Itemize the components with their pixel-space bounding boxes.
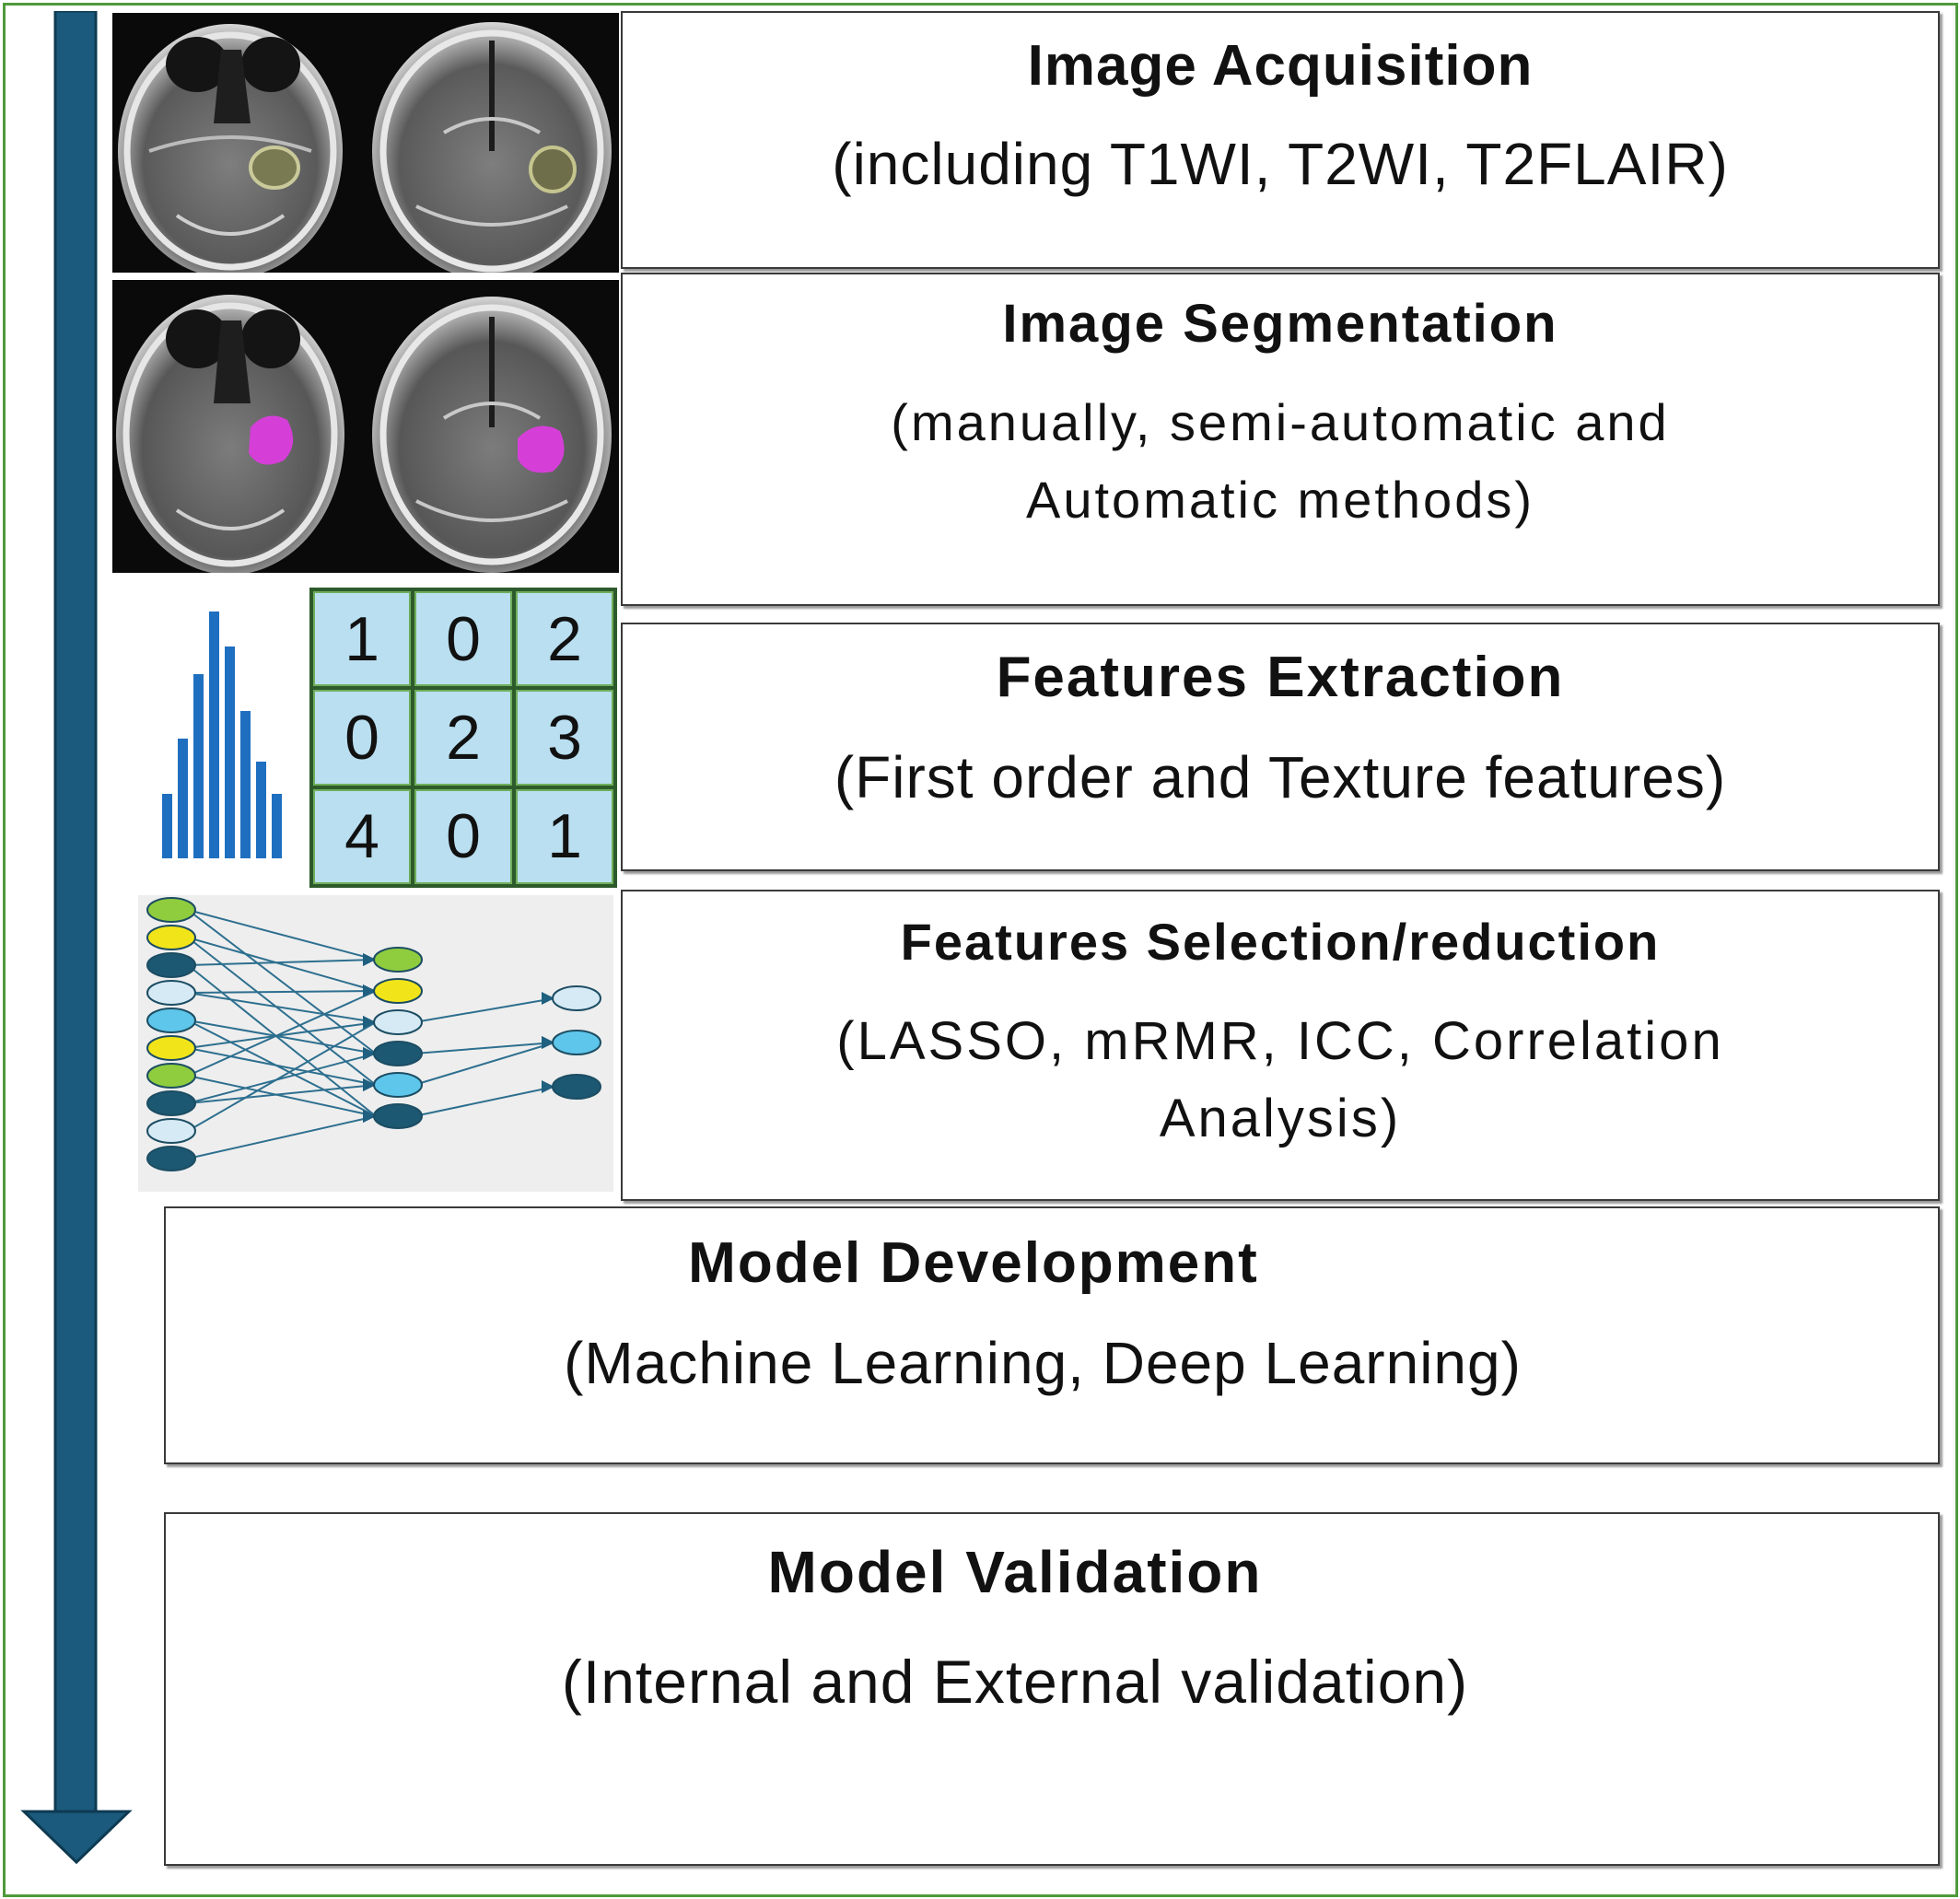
histogram-bar [256, 762, 266, 858]
matrix-cell: 3 [516, 690, 613, 786]
network-edge [187, 1047, 377, 1086]
stage-features-extraction: Features Extraction (First order and Tex… [621, 623, 1940, 871]
network-node [552, 1030, 601, 1055]
stage-features-selection: Features Selection/reduction (LASSO, mRM… [621, 890, 1940, 1201]
network-edge [187, 1084, 377, 1104]
network-node [373, 947, 423, 973]
histogram-bar [162, 794, 172, 858]
stage-title: Image Acquisition [1027, 34, 1534, 98]
network-edge-arrowhead [542, 992, 554, 1005]
network-node [146, 1090, 196, 1116]
network-edge [187, 1075, 377, 1117]
matrix-cell: 0 [414, 788, 512, 884]
network-edge-arrowhead [363, 1016, 376, 1029]
mri-acquisition-image [112, 13, 619, 273]
stage-detail: (Internal and External validation) [561, 1648, 1469, 1716]
network-node [146, 980, 196, 1006]
network-edge-arrowhead [363, 984, 376, 997]
stage-title: Image Segmentation [1002, 294, 1558, 354]
stage-title: Features Extraction [996, 646, 1565, 709]
network-edge-arrowhead [542, 1036, 554, 1049]
network-node [552, 1074, 601, 1100]
network-node [373, 978, 423, 1004]
stage-detail: (manually, semi-automatic and Automatic … [891, 393, 1670, 529]
pipeline-arrow-icon [20, 11, 133, 1865]
mri-segmentation-image [112, 280, 619, 573]
network-edge [187, 964, 377, 1117]
network-node [373, 1072, 423, 1098]
network-edge [187, 1115, 377, 1159]
network-edge [187, 909, 377, 1054]
matrix-cell: 2 [516, 591, 613, 687]
network-node [146, 925, 196, 950]
stage-image-acquisition: Image Acquisition (including T1WI, T2WI,… [621, 11, 1940, 269]
network-edge [187, 1053, 377, 1104]
feature-matrix-icon: 1 0 2 0 2 3 4 0 1 [309, 588, 617, 888]
network-edge [187, 937, 377, 1086]
stage-detail: (including T1WI, T2WI, T2FLAIR) [832, 131, 1729, 197]
histogram-bar [225, 647, 235, 858]
network-edge [187, 1019, 377, 1054]
network-edge [187, 1021, 377, 1049]
matrix-cell: 4 [313, 788, 411, 884]
network-edge-arrowhead [363, 1047, 376, 1060]
network-edge [414, 1042, 555, 1086]
matrix-cell: 0 [313, 690, 411, 786]
stage-title: Model Validation [767, 1539, 1263, 1605]
network-edge [187, 937, 377, 992]
network-node [373, 1041, 423, 1066]
network-edge [187, 1021, 377, 1132]
stage-title: Features Selection/reduction [900, 913, 1661, 971]
network-edge [187, 909, 377, 961]
matrix-cell: 1 [313, 591, 411, 687]
histogram-bar [209, 612, 219, 858]
network-edge [414, 1042, 555, 1054]
stage-image-segmentation: Image Segmentation (manually, semi-autom… [621, 273, 1940, 606]
stage-model-validation: Model Validation (Internal and External … [164, 1512, 1940, 1866]
network-node [146, 1008, 196, 1033]
network-edge [187, 959, 377, 966]
matrix-cell: 1 [516, 788, 613, 884]
network-node [146, 1063, 196, 1089]
matrix-cell: 2 [414, 690, 512, 786]
histogram-icon [162, 612, 282, 858]
network-edge [187, 990, 377, 1077]
network-node [373, 1009, 423, 1035]
network-edge [414, 1086, 555, 1117]
stage-detail: (First order and Texture features) [834, 744, 1727, 810]
matrix-cell: 0 [414, 591, 512, 687]
network-edge-arrowhead [542, 1080, 554, 1093]
stage-detail: (Machine Learning, Deep Learning) [564, 1330, 1522, 1396]
histogram-bar [272, 794, 282, 858]
stage-title: Model Development [688, 1231, 1259, 1295]
network-edge [187, 992, 377, 1023]
stage-detail: (LASSO, mRMR, ICC, Correlation Analysis) [836, 1011, 1724, 1148]
histogram-bar [178, 739, 188, 858]
network-node [146, 1118, 196, 1144]
network-node [146, 1035, 196, 1061]
network-edge [414, 997, 555, 1023]
network-node [146, 952, 196, 978]
neural-network-icon [138, 895, 613, 1192]
network-edge [187, 990, 377, 994]
diagram-frame [3, 3, 1958, 1897]
histogram-bar [240, 711, 251, 858]
histogram-bar [193, 674, 204, 858]
network-node [146, 1146, 196, 1171]
network-edge-arrowhead [363, 1110, 376, 1123]
network-edge-arrowhead [363, 953, 376, 966]
network-node [373, 1103, 423, 1129]
network-node [552, 985, 601, 1011]
network-node [146, 897, 196, 923]
stage-model-development: Model Development (Machine Learning, Dee… [164, 1206, 1940, 1464]
network-edge-arrowhead [363, 1078, 376, 1091]
network-edge [187, 1019, 377, 1117]
